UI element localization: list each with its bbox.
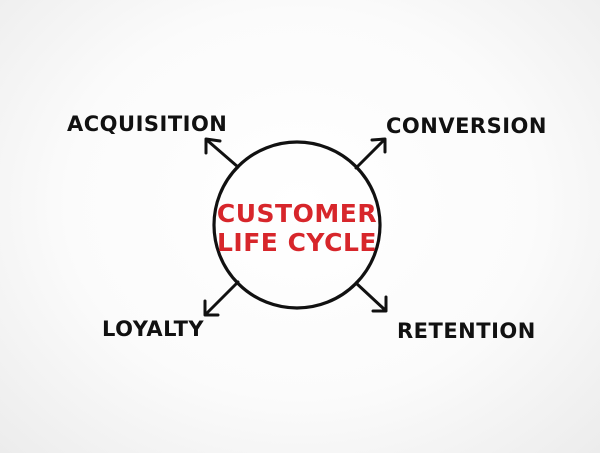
arrow-conversion [354,137,387,170]
arrow-retention [354,281,388,313]
arrow-acquisition [204,137,240,169]
label-conversion: CONVERSION [386,114,547,138]
center-title-line1: CUSTOMER [217,199,377,228]
label-acquisition: ACQUISITION [67,112,227,136]
center-title-line2: LIFE CYCLE [217,228,377,257]
label-retention: RETENTION [397,319,536,343]
arrow-loyalty [203,280,240,317]
center-circle [212,140,382,310]
label-loyalty: LOYALTY [102,317,204,341]
